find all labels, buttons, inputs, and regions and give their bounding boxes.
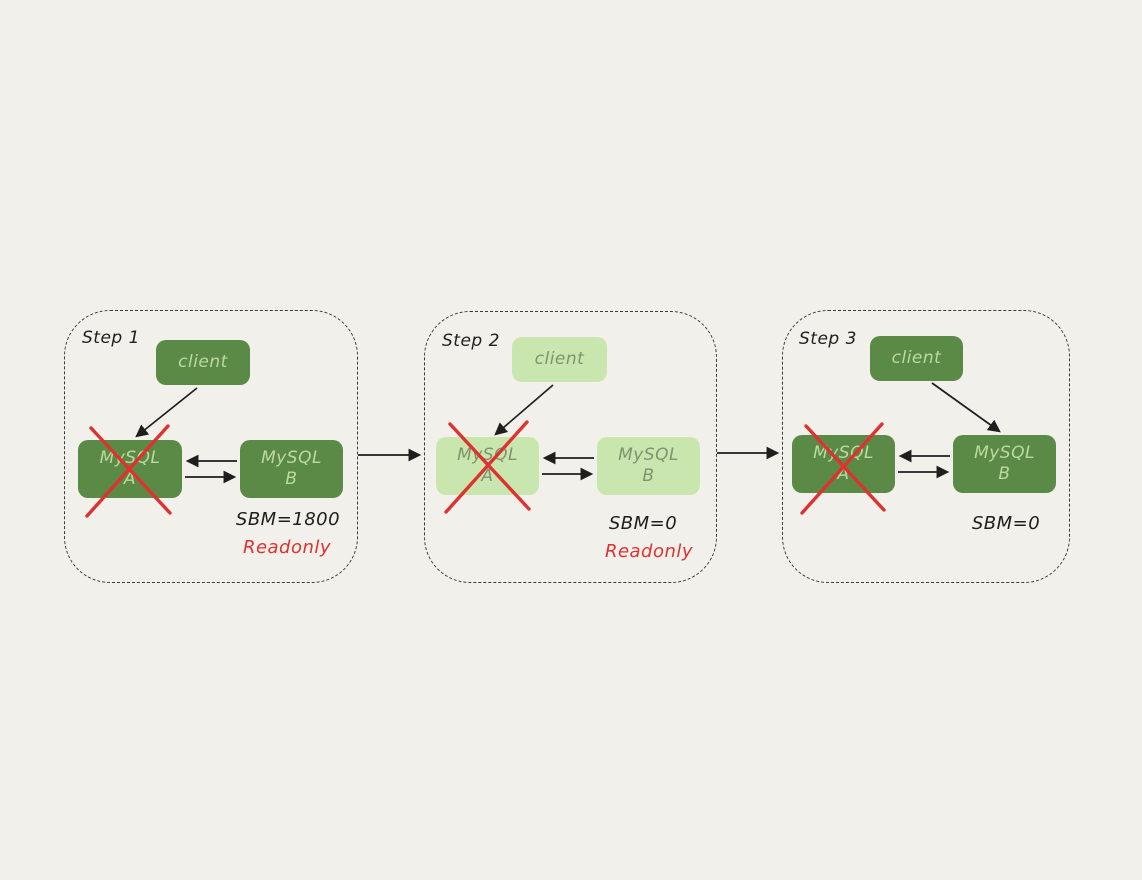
step-2-mysql-b-node: MySQL B xyxy=(597,437,700,495)
step-2-client-node: client xyxy=(512,337,607,382)
step-1-readonly-label: Readonly xyxy=(242,537,332,558)
step-2-sbm-value: SBM=0 xyxy=(608,513,678,534)
step-1-mysql-a-line1: MySQL xyxy=(99,447,161,468)
step-1-label: Step 1 xyxy=(82,328,140,348)
step-1-client-node: client xyxy=(156,340,250,385)
step-1-sbm-value: SBM=1800 xyxy=(235,509,341,530)
step-2-readonly-label: Readonly xyxy=(604,541,694,562)
step-1-mysql-a-line2: A xyxy=(123,469,137,489)
step-2-mysql-a-node: MySQL A xyxy=(436,437,539,495)
step-1-client-label: client xyxy=(178,351,228,372)
step-3-mysql-a-line1: MySQL xyxy=(813,442,874,463)
step-3-client-label: client xyxy=(891,347,942,368)
step-1-mysql-b-line2: B xyxy=(285,469,298,489)
step-3-panel xyxy=(782,310,1070,583)
step-2-client-label: client xyxy=(534,348,585,369)
step-3-mysql-b-node: MySQL B xyxy=(953,435,1056,493)
step-3-mysql-a-line2: A xyxy=(837,464,850,484)
step-3-label: Step 3 xyxy=(799,329,857,349)
step-2-mysql-a-line2: A xyxy=(481,466,494,486)
step-3-sbm-value: SBM=0 xyxy=(971,513,1041,534)
step-2-mysql-b-line1: MySQL xyxy=(618,444,679,465)
step-2-label: Step 2 xyxy=(442,331,500,351)
step-3-mysql-b-line2: B xyxy=(998,464,1011,484)
step-2-panel xyxy=(424,311,717,583)
step-1-mysql-b-node: MySQL B xyxy=(240,440,343,498)
step-3-mysql-a-node: MySQL A xyxy=(792,435,895,493)
step-1-mysql-b-line1: MySQL xyxy=(261,447,322,468)
step-1-panel xyxy=(64,310,358,583)
step-3-mysql-b-line1: MySQL xyxy=(974,442,1035,463)
step-2-mysql-a-line1: MySQL xyxy=(457,444,518,465)
step-2-mysql-b-line2: B xyxy=(642,466,655,486)
step-3-client-node: client xyxy=(870,336,963,381)
step-1-mysql-a-node: MySQL A xyxy=(78,440,182,498)
